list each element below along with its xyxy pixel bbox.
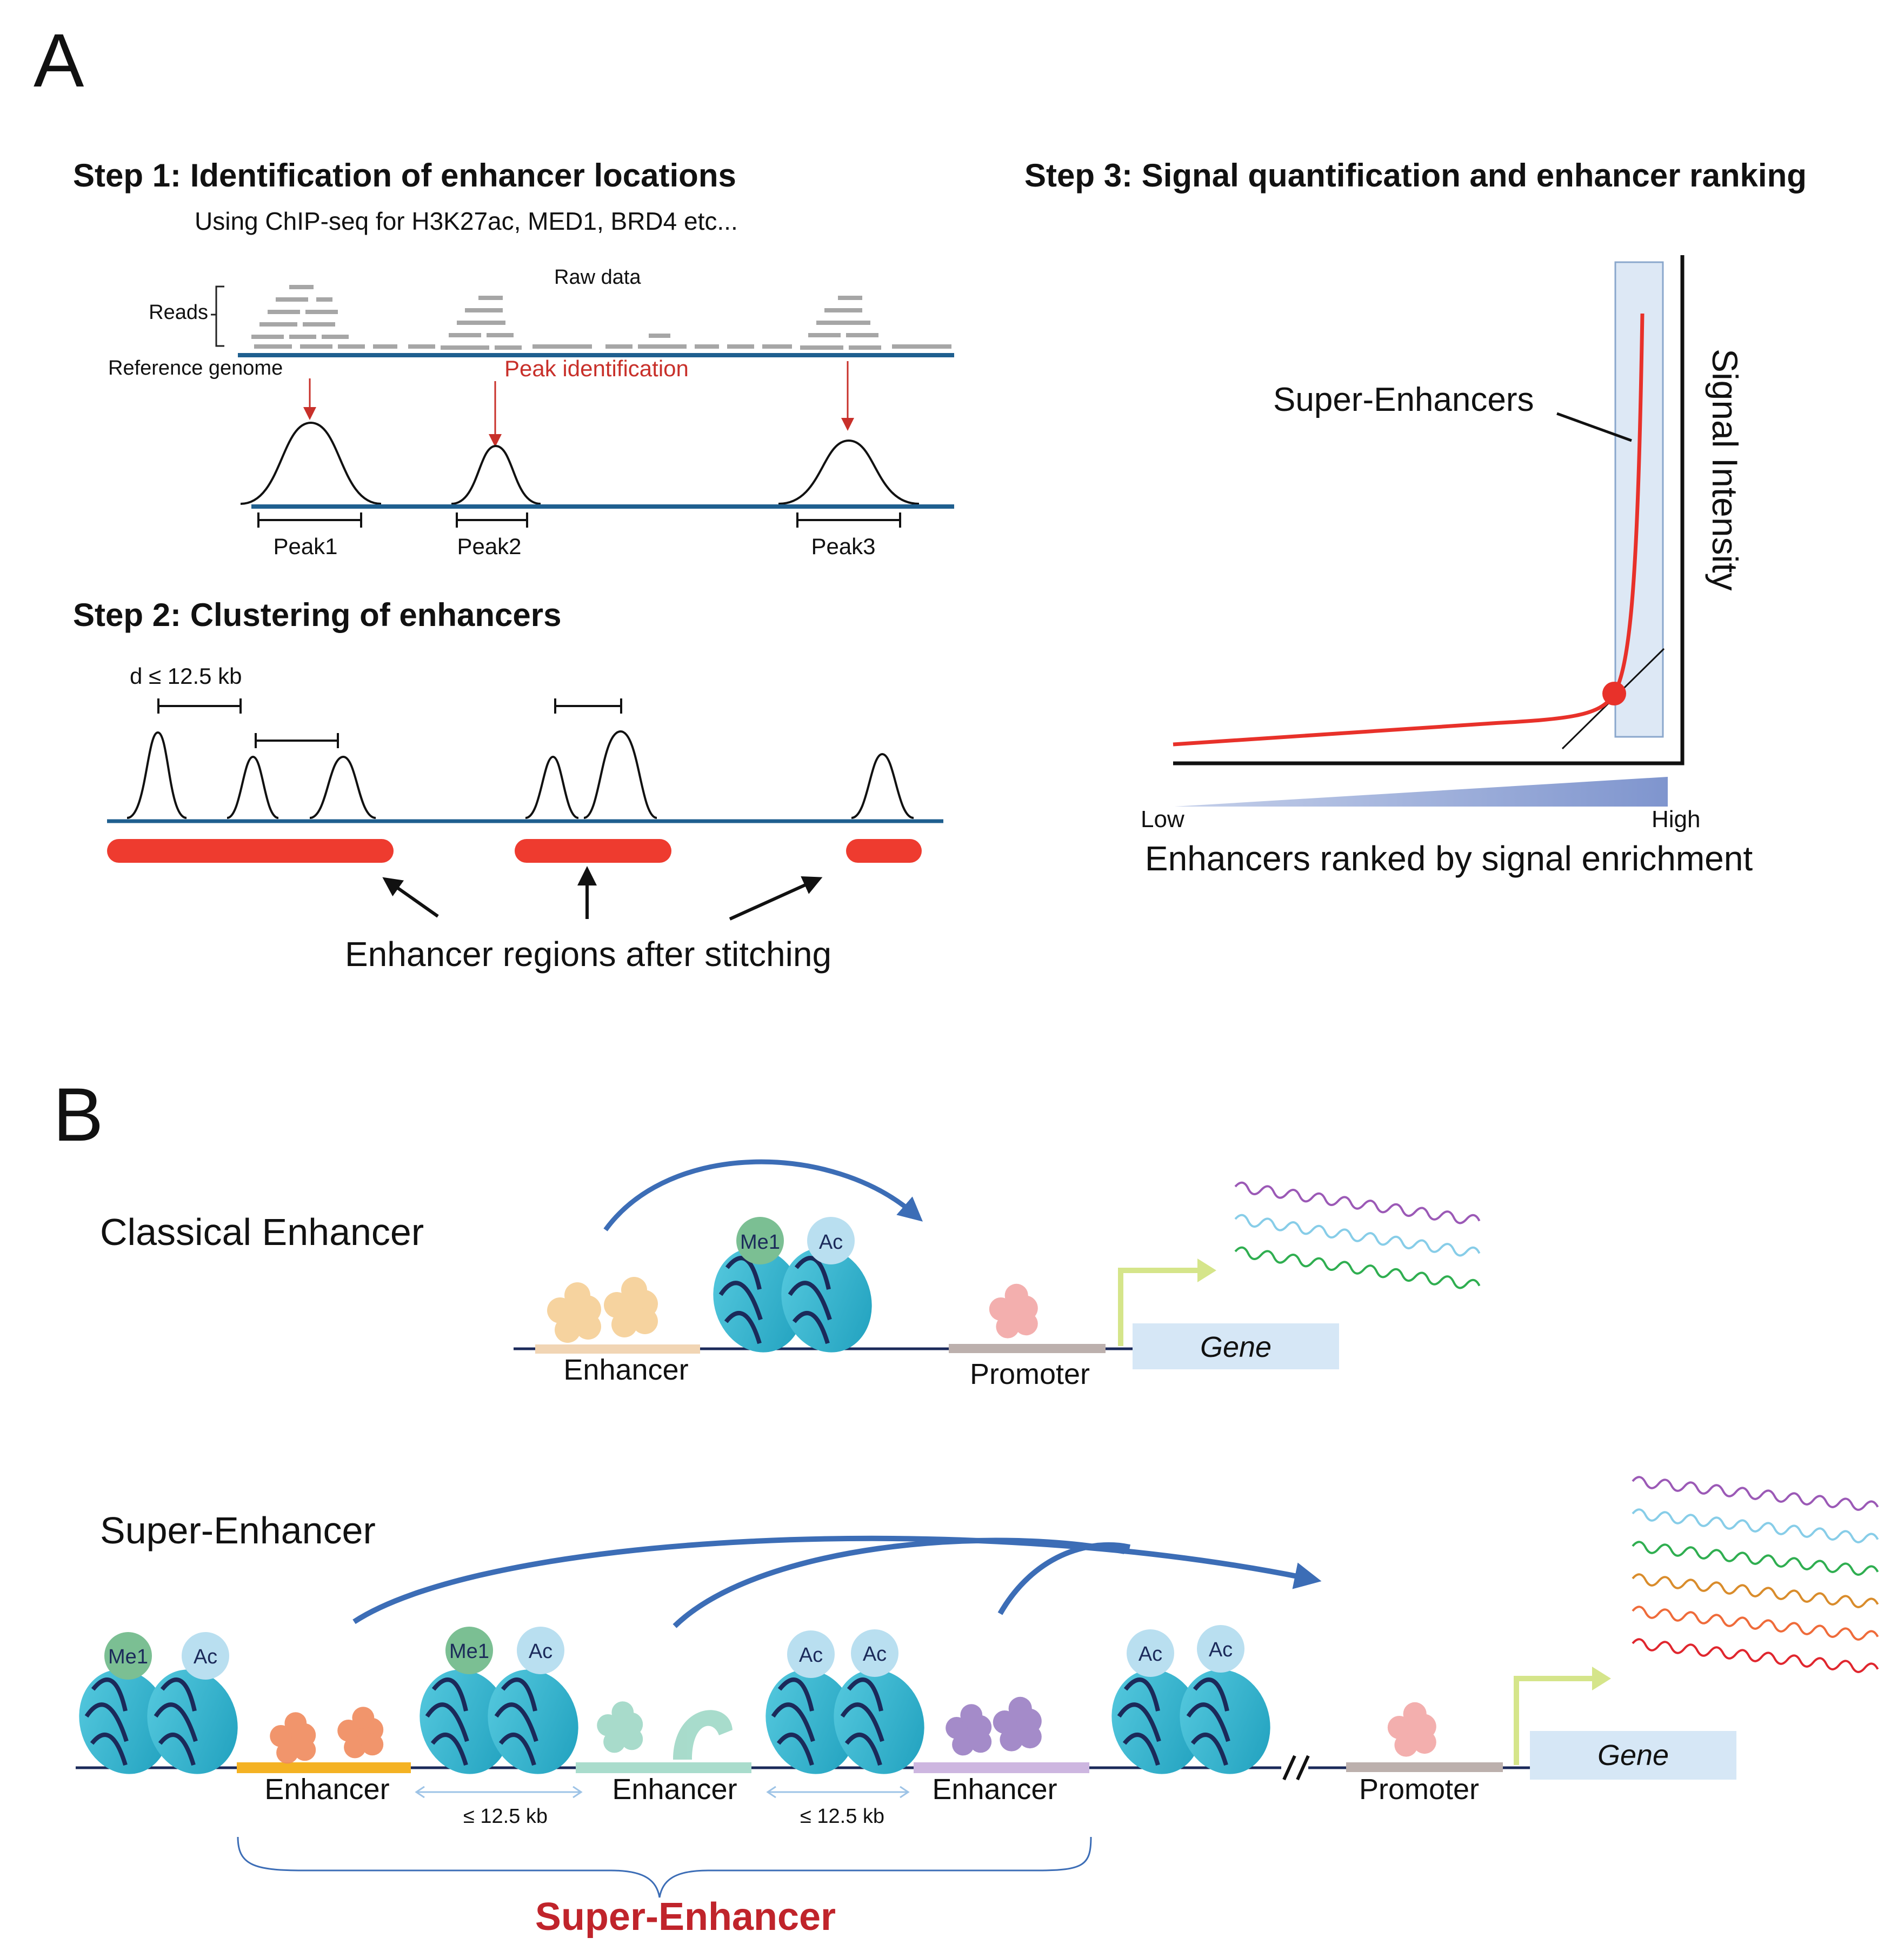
peak-identification-label: Peak identification bbox=[504, 356, 689, 381]
super-enhancer-segment-1 bbox=[237, 1762, 411, 1773]
enhancer-factor-icon-3 bbox=[946, 1696, 1042, 1756]
stitched-region-2 bbox=[515, 839, 671, 863]
classical-mrna-wave-icon bbox=[1234, 1181, 1481, 1289]
stitched-region-1 bbox=[107, 839, 394, 863]
dna-break-icon bbox=[1282, 1755, 1310, 1781]
classical-enhancer-segment bbox=[535, 1344, 700, 1354]
classical-promoter-segment bbox=[949, 1344, 1106, 1353]
classical-me1-badge bbox=[736, 1217, 784, 1264]
super-enhancers-label: Super-Enhancers bbox=[1273, 381, 1534, 418]
super-loop-arrows bbox=[352, 1535, 1322, 1628]
ranking-curve bbox=[1173, 313, 1645, 747]
distance-arrows bbox=[415, 1786, 910, 1799]
panel-a-label: A bbox=[34, 18, 84, 103]
step1-title: Step 1: Identification of enhancer locat… bbox=[73, 157, 736, 194]
low-label: Low bbox=[1141, 806, 1184, 833]
stitch-label: Enhancer regions after stitching bbox=[345, 935, 831, 974]
distance-label: d ≤ 12.5 kb bbox=[130, 663, 242, 689]
classical-nucleosome-icon bbox=[700, 1236, 886, 1364]
high-label: High bbox=[1652, 806, 1701, 833]
super-promoter-factor-icon bbox=[1387, 1702, 1436, 1757]
enhancer-factor-icon-2 bbox=[597, 1701, 733, 1760]
stitched-region-3 bbox=[846, 839, 922, 863]
super-mark-6: Ac bbox=[863, 1643, 887, 1666]
peak1-label: Peak1 bbox=[273, 534, 337, 559]
axes bbox=[1173, 255, 1685, 765]
peak2-label: Peak2 bbox=[457, 534, 521, 559]
histone-mark-badges bbox=[104, 1625, 1244, 1680]
classical-tss-arrowhead bbox=[1197, 1259, 1216, 1282]
stitch-arrow-1 bbox=[382, 877, 439, 918]
inflection-point bbox=[1602, 682, 1626, 705]
classical-loop-arrow bbox=[603, 1159, 923, 1231]
super-promoter-segment bbox=[1346, 1762, 1503, 1772]
super-mark-1: Me1 bbox=[108, 1646, 148, 1668]
super-mark-4: Ac bbox=[529, 1640, 552, 1663]
x-axis-label: Enhancers ranked by signal enrichment bbox=[1145, 839, 1753, 878]
super-enhancer-label-1: Enhancer bbox=[264, 1773, 389, 1806]
classical-tss-arrow-icon bbox=[1118, 1268, 1203, 1346]
super-tss-arrowhead bbox=[1592, 1667, 1611, 1690]
classical-ac-label: Ac bbox=[819, 1231, 843, 1254]
classical-gene-label: Gene bbox=[1200, 1331, 1271, 1363]
peak3-label: Peak3 bbox=[811, 534, 875, 559]
super-mrna-wave-icon bbox=[1632, 1476, 1879, 1673]
transcription-factor-icon bbox=[547, 1277, 658, 1343]
super-mark-8: Ac bbox=[1209, 1639, 1233, 1661]
super-enhancer-label-2: Enhancer bbox=[612, 1773, 737, 1806]
step2-peaks bbox=[127, 730, 914, 819]
super-mark-7: Ac bbox=[1139, 1643, 1162, 1666]
rank-wedge bbox=[1174, 777, 1668, 807]
super-gene-label: Gene bbox=[1597, 1739, 1669, 1772]
super-mark-3: Me1 bbox=[449, 1640, 489, 1663]
classical-promoter-factor-icon bbox=[989, 1283, 1038, 1339]
super-enhancer-brace bbox=[237, 1836, 1092, 1898]
super-mark-5: Ac bbox=[799, 1644, 823, 1667]
distance-label-1: ≤ 12.5 kb bbox=[463, 1805, 548, 1828]
panel-b-label: B bbox=[53, 1072, 103, 1157]
super-tss-arrow-icon bbox=[1514, 1676, 1597, 1765]
classical-promoter-label: Promoter bbox=[970, 1358, 1090, 1390]
stitch-arrow-3 bbox=[729, 876, 823, 921]
peak3-curve bbox=[778, 439, 920, 505]
step3-title: Step 3: Signal quantification and enhanc… bbox=[1024, 157, 1807, 194]
super-promoter-label: Promoter bbox=[1359, 1773, 1479, 1806]
distance-bars bbox=[157, 698, 622, 748]
classical-me1-label: Me1 bbox=[740, 1231, 780, 1254]
super-enhancer-segment-3 bbox=[914, 1762, 1089, 1773]
reads-stack bbox=[251, 285, 951, 350]
classical-enhancer-label: Enhancer bbox=[563, 1354, 688, 1386]
super-enhancer-segment-2 bbox=[576, 1762, 751, 1773]
classical-gene-box bbox=[1133, 1323, 1339, 1369]
peak1-curve bbox=[240, 421, 382, 505]
raw-data-label: Raw data bbox=[554, 266, 641, 289]
distance-label-2: ≤ 12.5 kb bbox=[800, 1805, 884, 1828]
step1-subtitle: Using ChIP-seq for H3K27ac, MED1, BRD4 e… bbox=[195, 207, 738, 235]
classical-title: Classical Enhancer bbox=[100, 1211, 424, 1253]
super-enhancer-label-3: Enhancer bbox=[932, 1773, 1057, 1806]
super-mark-2: Ac bbox=[194, 1646, 217, 1668]
reads-label: Reads bbox=[149, 301, 208, 324]
y-axis-label: Signal Intensity bbox=[1705, 349, 1745, 591]
reads-bracket bbox=[211, 285, 224, 347]
super-title: Super-Enhancer bbox=[100, 1509, 376, 1552]
peak-width-bars bbox=[257, 512, 901, 528]
reference-genome-label: Reference genome bbox=[108, 357, 283, 379]
super-gene-box bbox=[1530, 1731, 1736, 1780]
enhancer-factor-icon-1 bbox=[270, 1707, 384, 1764]
step2-title: Step 2: Clustering of enhancers bbox=[73, 597, 562, 633]
super-enhancer-brace-label: Super-Enhancer bbox=[535, 1895, 836, 1939]
super-enhancers-pointer bbox=[1556, 412, 1632, 442]
classical-ac-badge bbox=[807, 1217, 855, 1264]
peak2-curve bbox=[451, 444, 541, 505]
